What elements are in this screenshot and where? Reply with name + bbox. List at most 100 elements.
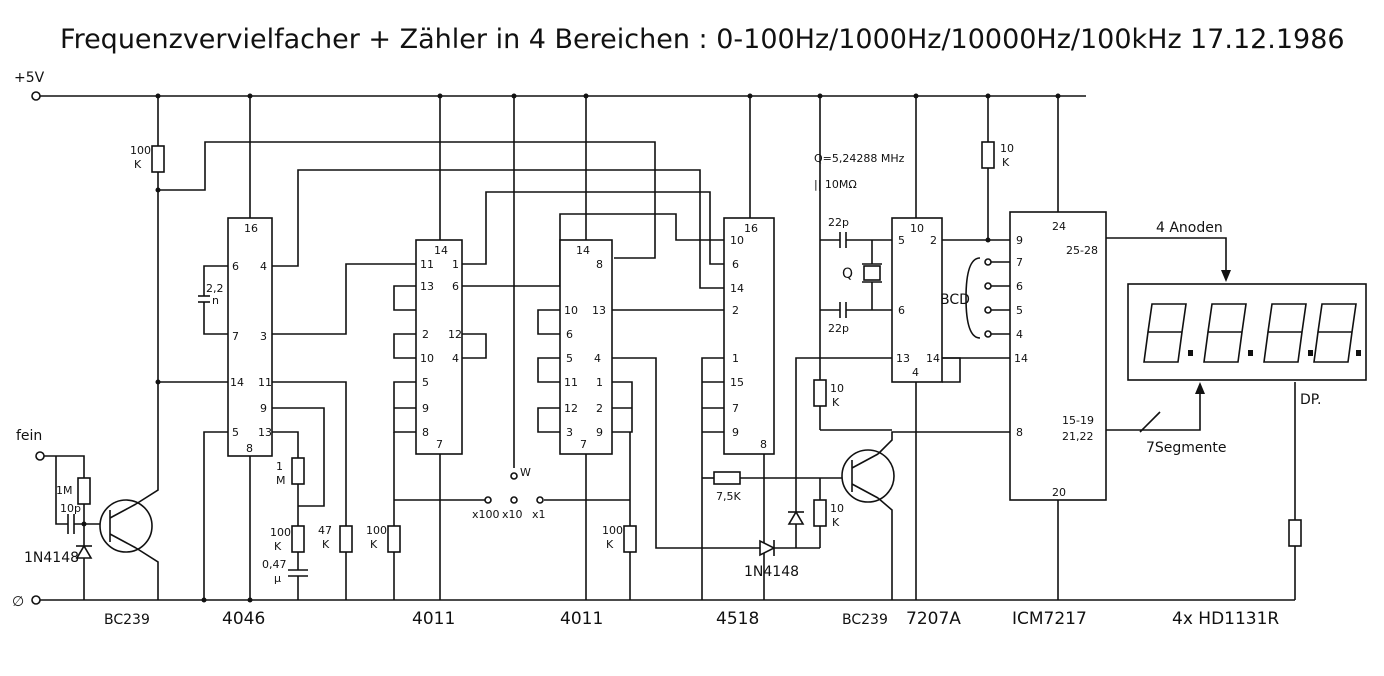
- diode-input-label: 1N4148: [24, 550, 79, 566]
- u4011b-pin10: 10: [564, 304, 578, 317]
- r-10k-t2-unit: K: [832, 516, 840, 529]
- t1-label: BC239: [104, 612, 150, 628]
- u7217-pin14: 14: [1014, 352, 1028, 365]
- u7217-pin4: 4: [1016, 328, 1023, 341]
- u7217-pins-15-19: 15-19: [1062, 414, 1094, 427]
- u4046-pin5: 5: [232, 426, 239, 439]
- u4011a-pin10: 10: [420, 352, 434, 365]
- seven-segment-display: 4x HD1131R: [1127, 283, 1367, 629]
- display-connections: 4 Anoden 7Segmente DP.: [1106, 220, 1322, 600]
- diode-input-icon: [75, 544, 93, 559]
- r-100k-a-unit: K: [370, 538, 378, 551]
- r-10k-t2-value: 10: [830, 502, 844, 515]
- switch-wiper-label: W: [520, 466, 531, 479]
- r-1m-input-icon: [77, 477, 91, 505]
- r-1m-loop-unit: M: [276, 474, 286, 487]
- chip-7207a: 10 5 2 6 13 14 4 7207A Q=5,24288 MHz || …: [814, 93, 1010, 629]
- u4011b-pin14: 14: [576, 244, 590, 257]
- u4011b-pin2: 2: [596, 402, 603, 415]
- c-047-value: 0,47: [262, 558, 287, 571]
- c-22p-bot-label: 22p: [828, 322, 849, 335]
- u4046-pin16: 16: [244, 222, 258, 235]
- r-75k-label: 7,5K: [716, 490, 741, 503]
- input-label: fein: [16, 428, 42, 444]
- display-label: 4x HD1131R: [1172, 609, 1279, 629]
- r-100k-b-unit: K: [606, 538, 614, 551]
- chip-4518: 16 10 6 14 2 1 15 7 9 8 4518 7,5K: [701, 93, 842, 629]
- u7217-pins-25-28: 25-28: [1066, 244, 1098, 257]
- r-10k-t2-icon: [813, 499, 827, 527]
- u4011b-pin4: 4: [594, 352, 601, 365]
- u4011a-pin11: 11: [420, 258, 434, 271]
- switch-pos-x1: x1: [532, 508, 546, 521]
- u7207-pin14: 14: [926, 352, 940, 365]
- u7217-pin9: 9: [1016, 234, 1023, 247]
- u4011a-pin8: 8: [422, 426, 429, 439]
- u4518-pin16: 16: [744, 222, 758, 235]
- u4011a-pin7: 7: [436, 438, 443, 451]
- bcd-label[interactable]: BCD: [940, 292, 970, 308]
- r-47k-icon: [339, 525, 353, 553]
- r-1m-loop-icon: [291, 457, 305, 485]
- switch-pos-x10: x10: [502, 508, 523, 521]
- diode-output-icon: [759, 539, 776, 557]
- u7207-pin2: 2: [930, 234, 937, 247]
- u7207-pin6: 6: [898, 304, 905, 317]
- r-100k-top-icon: [151, 145, 165, 173]
- c-22n-unit: n: [212, 294, 219, 307]
- u4011a-label: 4011: [412, 609, 455, 629]
- input-stage: fein 1M 10p 1N4148 BC239 100 K: [16, 93, 656, 628]
- gnd-label: ∅: [12, 594, 24, 610]
- r-10k-7207-unit: K: [832, 396, 840, 409]
- c-10p-label: 10p: [60, 502, 81, 515]
- u4011a-pin14: 14: [434, 244, 448, 257]
- diagram-date: 17.12.1986: [1190, 24, 1345, 55]
- u7217-pin24: 24: [1052, 220, 1066, 233]
- r-1m-loop-value: 1: [276, 460, 283, 473]
- r-100k-b-icon: [623, 525, 637, 553]
- u7207-pin10: 10: [910, 222, 924, 235]
- u7217-pin8: 8: [1016, 426, 1023, 439]
- crystal-frequency: Q=5,24288 MHz: [814, 152, 905, 165]
- chip-4011-b: 14 8 10 13 6 5 4 11 1 12 2 3 9 7 4011 10…: [537, 93, 760, 629]
- u4518-pin15: 15: [730, 376, 744, 389]
- digit-2: [1203, 303, 1253, 363]
- range-switch[interactable]: W x100 x10 x1: [472, 93, 630, 522]
- dp-label: DP.: [1300, 392, 1322, 408]
- u4011b-pin13: 13: [592, 304, 606, 317]
- r-75k-icon: [713, 471, 741, 485]
- r-100k-loop-unit: K: [274, 540, 282, 553]
- r-10k-7207-value: 10: [830, 382, 844, 395]
- u7217-pin5: 5: [1016, 304, 1023, 317]
- vcc-label: +5V: [14, 70, 45, 86]
- r-1m-input-label: 1M: [56, 484, 73, 497]
- u4518-pin2: 2: [732, 304, 739, 317]
- u4011b-pin7: 7: [580, 438, 587, 451]
- chip-icm7217: 24 9 7 6 5 4 14 25-28 15-19 21,22 8 20 I…: [940, 93, 1107, 629]
- u4011b-pin1: 1: [596, 376, 603, 389]
- u4046-pin9: 9: [260, 402, 267, 415]
- u7207-pin5: 5: [898, 234, 905, 247]
- u7217-pin6: 6: [1016, 280, 1023, 293]
- u4011a-pin6: 6: [452, 280, 459, 293]
- u4011b-pin6: 6: [566, 328, 573, 341]
- digit-3: [1263, 303, 1313, 363]
- chip-4046: 16 6 4 3 7 14 11 9 13 5 8 4046 2,2 n 47 …: [198, 93, 724, 629]
- u4011a-pin4: 4: [452, 352, 459, 365]
- r-100k-a-value: 100: [366, 524, 387, 537]
- u4518-label: 4518: [716, 609, 759, 629]
- u4518-pin7: 7: [732, 402, 739, 415]
- digit-4: [1313, 303, 1361, 363]
- segments-label: 7Segmente: [1146, 440, 1227, 456]
- r-100k-loop-value: 100: [270, 526, 291, 539]
- diode-output-label: 1N4148: [744, 564, 799, 580]
- u4011b-label: 4011: [560, 609, 603, 629]
- crystal-ref: Q: [842, 266, 853, 282]
- output-stage: 1N4148 10 K BC239 10 K: [744, 93, 1010, 628]
- r-10k-7207-icon: [813, 379, 827, 407]
- r-47k-value: 47: [318, 524, 332, 537]
- r-100k-top-unit: K: [134, 158, 142, 171]
- bcd-bracket-icon: [965, 257, 981, 339]
- u4011b-pin12: 12: [564, 402, 578, 415]
- u4011b-pin5: 5: [566, 352, 573, 365]
